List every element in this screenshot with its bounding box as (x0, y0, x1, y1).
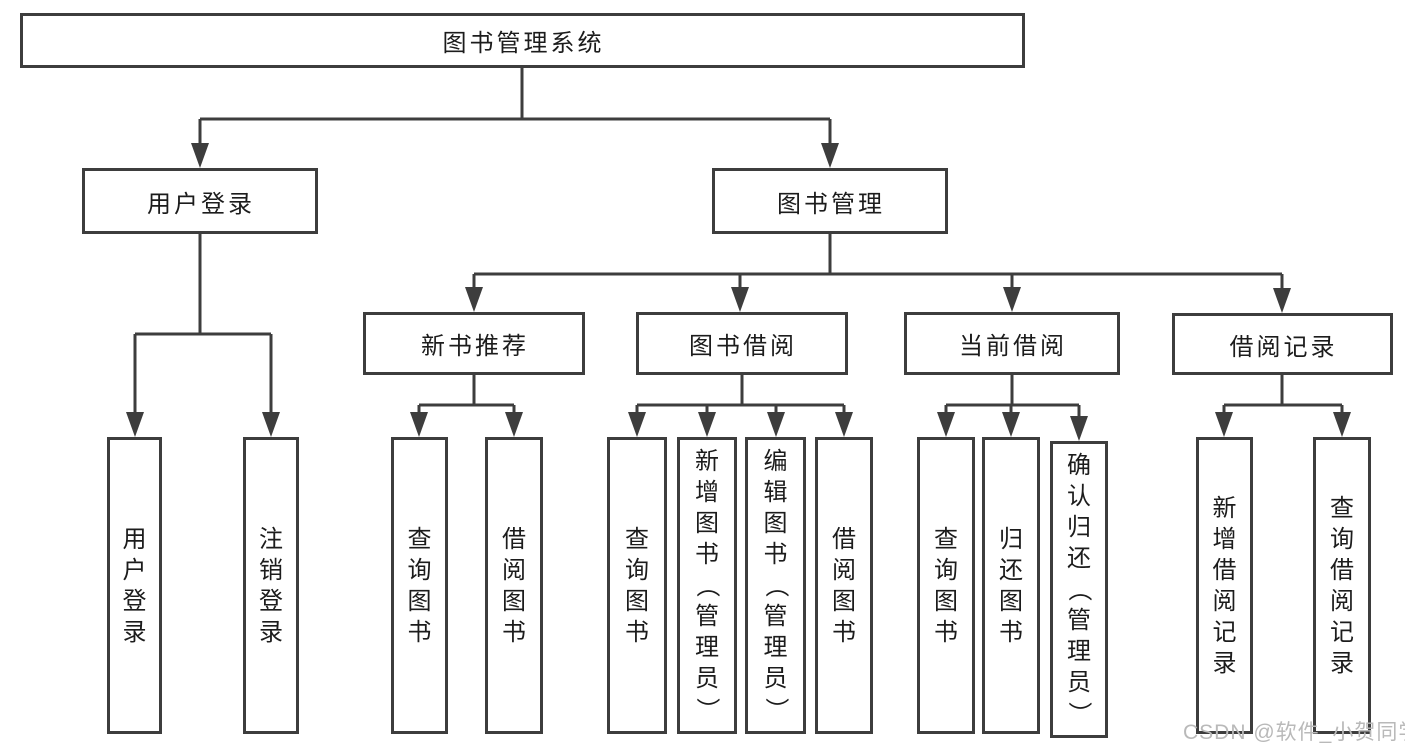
node-label: 借阅记录 (1229, 333, 1338, 361)
leaf-label: 查询借阅记录 (1330, 494, 1354, 677)
leaf-label: 归还图书 (999, 525, 1023, 646)
node-label: 当前借阅 (959, 333, 1067, 360)
leaf-query-books-current: 查询图书 (917, 437, 975, 734)
leaf-query-books-borrow: 查询图书 (607, 437, 667, 734)
leaf-label: 注销登录 (259, 525, 283, 646)
leaf-add-books-admin: 新增图书（管理员） (677, 437, 737, 734)
leaf-query-books-recommend: 查询图书 (391, 437, 448, 734)
leaf-borrow-books-recommend: 借阅图书 (485, 437, 543, 734)
leaf-query-borrow-record: 查询借阅记录 (1313, 437, 1371, 734)
watermark: CSDN @软件_小贺同学 (1183, 721, 1405, 744)
node-book-borrow: 图书借阅 (636, 312, 848, 375)
node-library-system: 图书管理系统 (20, 13, 1025, 68)
leaf-edit-books-admin: 编辑图书（管理员） (745, 437, 806, 734)
leaf-add-borrow-record: 新增借阅记录 (1196, 437, 1253, 734)
leaf-label: 用户登录 (122, 525, 147, 646)
node-label: 用户登录 (147, 190, 255, 218)
leaf-logout: 注销登录 (243, 437, 299, 734)
node-borrow-records: 借阅记录 (1172, 313, 1393, 375)
leaf-label: 查询图书 (934, 525, 958, 646)
leaf-label: 借阅图书 (502, 525, 526, 646)
node-label: 新书推荐 (421, 333, 529, 360)
leaf-label: 新增图书（管理员） (693, 448, 721, 722)
node-book-management: 图书管理 (712, 168, 948, 234)
node-label: 图书借阅 (689, 333, 797, 360)
leaf-user-login: 用户登录 (107, 437, 162, 734)
node-current-borrow: 当前借阅 (904, 312, 1120, 375)
leaf-return-books: 归还图书 (982, 437, 1040, 734)
leaf-label: 确认归还（管理员） (1065, 452, 1093, 726)
node-label: 图书管理 (777, 190, 885, 218)
node-new-book-recommend: 新书推荐 (363, 312, 585, 375)
node-label: 图书管理系统 (442, 30, 605, 57)
leaf-label: 查询图书 (625, 525, 649, 646)
leaf-confirm-return-admin: 确认归还（管理员） (1050, 441, 1108, 738)
node-user-login: 用户登录 (82, 168, 318, 234)
leaf-label: 借阅图书 (832, 525, 856, 646)
leaf-label: 查询图书 (407, 525, 432, 646)
leaf-label: 编辑图书（管理员） (762, 448, 789, 722)
leaf-label: 新增借阅记录 (1212, 494, 1237, 677)
leaf-borrow-books: 借阅图书 (815, 437, 873, 734)
